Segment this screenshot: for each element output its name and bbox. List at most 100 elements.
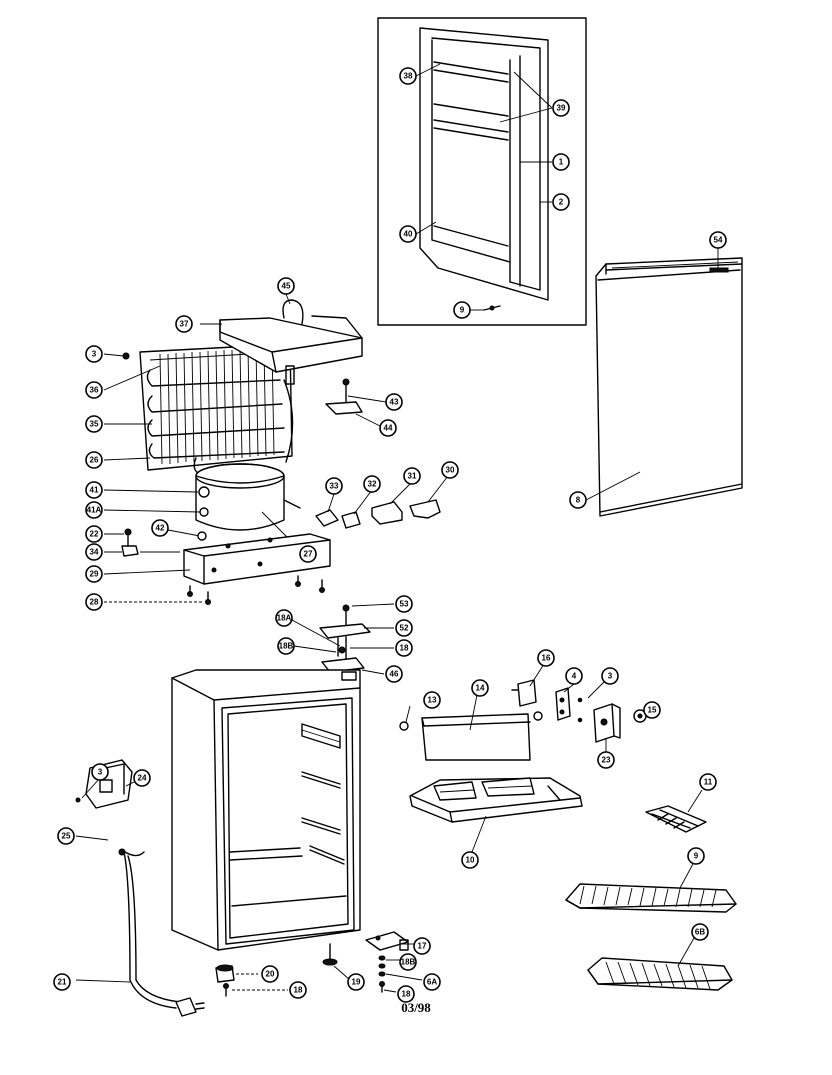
svg-text:15: 15: [648, 706, 657, 715]
svg-text:19: 19: [352, 978, 361, 987]
callout-37: 37: [175, 315, 193, 333]
callout-45: 45: [277, 277, 295, 295]
svg-text:37: 37: [180, 320, 189, 329]
callout-22: 22: [85, 525, 103, 543]
ice-cube-tray: [645, 789, 707, 833]
bracket-43-44: [325, 378, 387, 427]
svg-text:38: 38: [404, 72, 413, 81]
callout-54: 54: [709, 231, 727, 249]
svg-text:26: 26: [90, 456, 99, 465]
svg-text:42: 42: [156, 524, 165, 533]
base-plate: [103, 528, 331, 605]
svg-text:9: 9: [460, 306, 465, 315]
callout-29: 29: [85, 565, 103, 583]
crisper-shelf: [587, 937, 733, 991]
callout-26: 26: [85, 451, 103, 469]
svg-text:6B: 6B: [695, 928, 705, 937]
callout-3-left: 3: [91, 763, 109, 781]
svg-text:53: 53: [400, 600, 409, 609]
callout-46: 46: [385, 665, 403, 683]
callout-33: 33: [325, 477, 343, 495]
callout-30: 30: [441, 461, 459, 479]
callout-42: 42: [151, 519, 169, 537]
callouts: 38 39 1 2 40 9 54 8 45 37 3 36 43 35 44 …: [53, 67, 727, 1003]
svg-text:16: 16: [542, 654, 551, 663]
callout-53: 53: [395, 595, 413, 613]
svg-text:25: 25: [62, 832, 71, 841]
callout-2: 2: [552, 193, 570, 211]
svg-text:33: 33: [330, 482, 339, 491]
callout-14: 14: [471, 679, 489, 697]
svg-text:1: 1: [559, 158, 564, 167]
svg-text:18: 18: [402, 990, 411, 999]
callout-21: 21: [53, 973, 71, 991]
top-hinge: [291, 603, 395, 675]
svg-text:52: 52: [400, 624, 409, 633]
callout-13: 13: [423, 691, 441, 709]
callout-18a: 18A: [275, 609, 293, 627]
coil-fins: [159, 346, 275, 465]
callout-27: 27: [299, 545, 317, 563]
callout-9-door: 9: [453, 301, 471, 319]
svg-text:18B: 18B: [279, 642, 294, 651]
svg-text:35: 35: [90, 420, 99, 429]
svg-text:3: 3: [608, 672, 613, 681]
svg-text:44: 44: [384, 424, 393, 433]
callout-41a: 41A: [85, 501, 103, 519]
freezer-tray: [409, 777, 583, 853]
callout-52: 52: [395, 619, 413, 637]
svg-text:6A: 6A: [427, 978, 437, 987]
revision-date: 03/98: [401, 1000, 431, 1015]
condenser-coil: [103, 343, 294, 477]
callout-25: 25: [57, 827, 75, 845]
thermostat-parts: [555, 679, 649, 752]
callout-34: 34: [85, 543, 103, 561]
svg-text:18A: 18A: [277, 614, 292, 623]
svg-text:22: 22: [90, 530, 99, 539]
svg-text:39: 39: [557, 104, 566, 113]
svg-text:9: 9: [694, 852, 699, 861]
svg-text:31: 31: [408, 472, 417, 481]
callout-19: 19: [347, 973, 365, 991]
svg-text:36: 36: [90, 386, 99, 395]
svg-text:23: 23: [602, 756, 611, 765]
callout-40: 40: [399, 225, 417, 243]
compressor: [103, 463, 301, 551]
callout-20: 20: [261, 965, 279, 983]
svg-text:40: 40: [404, 230, 413, 239]
coil-tubes: [146, 369, 285, 459]
callout-17: 17: [413, 937, 431, 955]
callout-31: 31: [403, 467, 421, 485]
svg-text:8: 8: [576, 496, 581, 505]
callout-15: 15: [643, 701, 661, 719]
svg-text:29: 29: [90, 570, 99, 579]
callout-18-bot: 18: [289, 981, 307, 999]
svg-text:41A: 41A: [87, 506, 102, 515]
wire-shelf: [565, 861, 737, 913]
svg-text:46: 46: [390, 670, 399, 679]
callout-18-right: 18: [397, 985, 415, 1003]
callout-41: 41: [85, 481, 103, 499]
callout-6a: 6A: [423, 973, 441, 991]
small-parts-30-33: [315, 475, 449, 529]
callout-36: 36: [85, 381, 103, 399]
svg-text:17: 17: [418, 942, 427, 951]
top-bracket: [200, 293, 363, 385]
svg-text:10: 10: [466, 856, 475, 865]
svg-text:3: 3: [92, 350, 97, 359]
svg-text:2: 2: [559, 198, 564, 207]
svg-text:45: 45: [282, 282, 291, 291]
bottom-hinge-and-feet: [215, 931, 423, 997]
door-inset: [377, 17, 587, 326]
callout-10: 10: [461, 851, 479, 869]
svg-text:28: 28: [90, 598, 99, 607]
callout-44: 44: [379, 419, 397, 437]
door-panel: [585, 248, 743, 517]
callout-28: 28: [85, 593, 103, 611]
svg-text:43: 43: [390, 398, 399, 407]
svg-text:20: 20: [266, 970, 275, 979]
callout-18-top: 18: [395, 639, 413, 657]
cabinet: [171, 669, 361, 951]
svg-text:18: 18: [400, 644, 409, 653]
callout-39: 39: [552, 99, 570, 117]
